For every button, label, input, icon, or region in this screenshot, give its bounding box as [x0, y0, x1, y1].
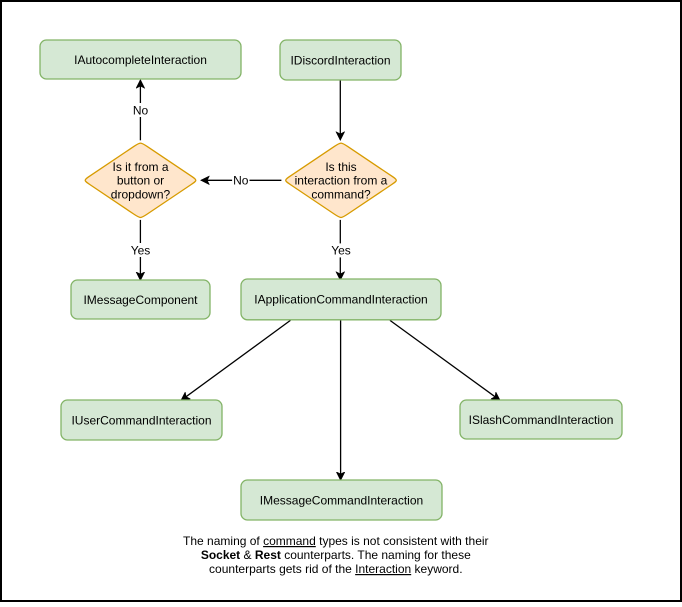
- svg-text:IMessageCommandInteraction: IMessageCommandInteraction: [260, 493, 423, 507]
- svg-text:IApplicationCommandInteraction: IApplicationCommandInteraction: [254, 293, 427, 307]
- svg-text:Yes: Yes: [131, 243, 151, 257]
- svg-text:No: No: [233, 174, 249, 188]
- svg-text:No: No: [133, 103, 149, 117]
- svg-text:Socket & Rest counterparts. Th: Socket & Rest counterparts. The naming f…: [201, 548, 471, 562]
- svg-text:button or: button or: [117, 174, 164, 188]
- svg-text:IAutocompleteInteraction: IAutocompleteInteraction: [74, 53, 207, 67]
- svg-text:The naming of command types is: The naming of command types is not consi…: [183, 534, 488, 548]
- svg-text:Yes: Yes: [331, 244, 351, 258]
- svg-text:interaction from a: interaction from a: [295, 174, 388, 188]
- svg-text:dropdown?: dropdown?: [111, 187, 171, 201]
- svg-text:Is it from a: Is it from a: [112, 160, 168, 174]
- svg-text:command?: command?: [311, 187, 371, 201]
- svg-text:ISlashCommandInteraction: ISlashCommandInteraction: [469, 413, 614, 427]
- svg-text:IUserCommandInteraction: IUserCommandInteraction: [71, 413, 211, 427]
- svg-text:IDiscordInteraction: IDiscordInteraction: [290, 53, 390, 67]
- svg-text:counterparts gets rid of the I: counterparts gets rid of the Interaction…: [209, 562, 463, 576]
- svg-text:Is this: Is this: [325, 160, 356, 174]
- svg-text:IMessageComponent: IMessageComponent: [83, 293, 198, 307]
